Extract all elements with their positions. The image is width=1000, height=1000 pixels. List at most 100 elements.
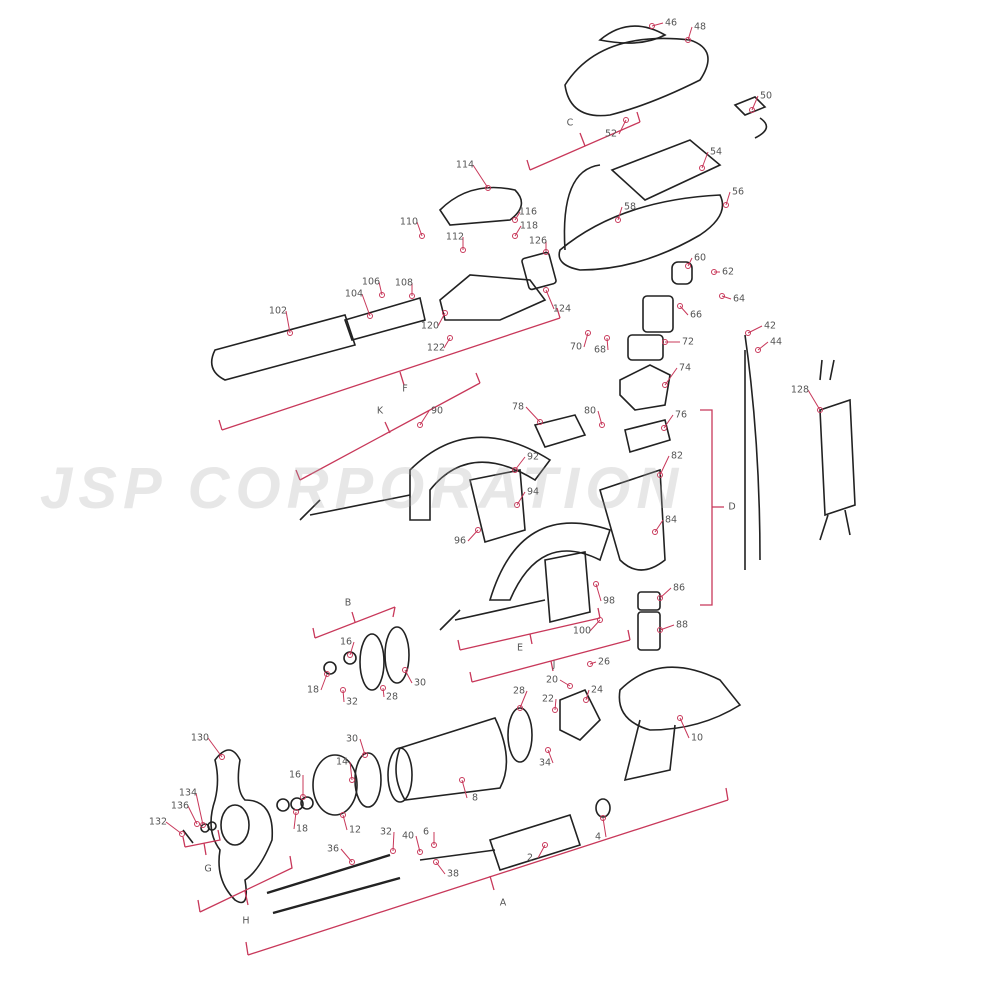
callout-dot-36 bbox=[349, 859, 355, 865]
callout-104: 104 bbox=[344, 288, 364, 300]
callout-dot-20 bbox=[567, 683, 573, 689]
callout-dot-110 bbox=[419, 233, 425, 239]
callout-dot-114 bbox=[485, 185, 491, 191]
callout-leader-64 bbox=[721, 295, 732, 300]
part-28-oring bbox=[507, 707, 533, 763]
callout-48: 48 bbox=[693, 21, 707, 33]
assembly-label-C: C bbox=[566, 117, 574, 129]
callout-leader-26 bbox=[589, 661, 597, 665]
bracket-A bbox=[245, 787, 729, 956]
part-72 bbox=[627, 334, 664, 361]
callout-36: 36 bbox=[326, 843, 340, 855]
part-96-pad bbox=[469, 469, 526, 544]
parts-drawing bbox=[182, 25, 856, 915]
callout-66: 66 bbox=[689, 309, 703, 321]
callout-dot-74 bbox=[662, 382, 668, 388]
callout-leader-78 bbox=[525, 406, 541, 423]
callout-leaders bbox=[165, 22, 823, 875]
callout-126: 126 bbox=[528, 235, 548, 247]
part-10-lower-unit bbox=[618, 666, 742, 731]
callout-dot-48 bbox=[685, 37, 691, 43]
callout-dot-50 bbox=[749, 107, 755, 113]
part-98-bracket bbox=[488, 522, 612, 601]
callout-118: 118 bbox=[519, 220, 539, 232]
part-36-rod bbox=[266, 853, 391, 895]
callout-16: 16 bbox=[288, 769, 302, 781]
part-78 bbox=[533, 414, 587, 448]
part-30-oring bbox=[354, 752, 382, 808]
bracket-F bbox=[218, 307, 561, 431]
callout-dot-2 bbox=[542, 842, 548, 848]
part-76 bbox=[624, 419, 671, 454]
assembly-brackets bbox=[182, 111, 729, 956]
part-88 bbox=[637, 611, 661, 651]
callout-6: 6 bbox=[422, 826, 430, 838]
callout-122: 122 bbox=[426, 342, 446, 354]
callout-leader-104 bbox=[361, 293, 371, 317]
callout-40: 40 bbox=[401, 830, 415, 842]
callout-90: 90 bbox=[430, 405, 444, 417]
callout-18: 18 bbox=[295, 823, 309, 835]
callout-dot-32 bbox=[340, 687, 346, 693]
callout-56: 56 bbox=[731, 186, 745, 198]
callout-leader-8 bbox=[461, 779, 468, 799]
callout-dot-8 bbox=[459, 777, 465, 783]
callout-dot-84 bbox=[652, 529, 658, 535]
part-50-switch bbox=[733, 96, 768, 139]
assembly-label-K: K bbox=[376, 405, 384, 417]
callout-136: 136 bbox=[170, 800, 190, 812]
callout-leader-32 bbox=[392, 831, 395, 852]
part-90-screw bbox=[299, 494, 411, 521]
callout-dot-62 bbox=[711, 269, 717, 275]
callout-28: 28 bbox=[512, 685, 526, 697]
callout-124: 124 bbox=[552, 303, 572, 315]
callout-dot-54 bbox=[699, 165, 705, 171]
part-28-oring-b bbox=[359, 633, 385, 691]
callout-dot-82 bbox=[657, 472, 663, 478]
callout-leader-136 bbox=[187, 805, 198, 825]
callout-dot-12 bbox=[340, 812, 346, 818]
callout-dot-130 bbox=[219, 754, 225, 760]
callout-leader-22 bbox=[554, 698, 557, 711]
callout-dot-22 bbox=[552, 707, 558, 713]
assembly-label-E: E bbox=[516, 642, 524, 654]
callout-dot-28 bbox=[517, 705, 523, 711]
part-42-44-leads bbox=[744, 334, 761, 570]
callout-74: 74 bbox=[678, 362, 692, 374]
callout-dot-108 bbox=[409, 293, 415, 299]
callout-leader-10 bbox=[679, 717, 690, 739]
callout-38: 38 bbox=[446, 868, 460, 880]
part-58-housing bbox=[558, 194, 724, 271]
part-10-skeg bbox=[623, 719, 676, 782]
callout-110: 110 bbox=[399, 216, 419, 228]
part-12-endcap bbox=[312, 754, 358, 816]
callout-116: 116 bbox=[518, 206, 538, 218]
callout-86: 86 bbox=[672, 582, 686, 594]
part-86 bbox=[637, 591, 661, 611]
callout-dot-90 bbox=[417, 422, 423, 428]
callout-10: 10 bbox=[690, 732, 704, 744]
callout-72: 72 bbox=[681, 336, 695, 348]
callout-106: 106 bbox=[361, 276, 381, 288]
callout-20: 20 bbox=[545, 674, 559, 686]
assembly-label-A: A bbox=[499, 897, 507, 909]
callout-50: 50 bbox=[759, 90, 773, 102]
callout-130: 130 bbox=[190, 732, 210, 744]
assembly-label-B: B bbox=[344, 597, 352, 609]
callout-leader-28 bbox=[382, 687, 385, 698]
callout-100: 100 bbox=[572, 625, 592, 637]
callout-leader-118 bbox=[514, 225, 522, 237]
callout-64: 64 bbox=[732, 293, 746, 305]
callout-leader-114 bbox=[472, 164, 489, 189]
callout-leader-128 bbox=[807, 389, 821, 411]
callout-leader-4 bbox=[602, 817, 607, 838]
callout-dot-26 bbox=[587, 661, 593, 667]
bracket-H bbox=[197, 855, 293, 913]
callout-dot-28 bbox=[380, 685, 386, 691]
callout-dot-132 bbox=[179, 831, 185, 837]
callout-dot-40 bbox=[417, 849, 423, 855]
callout-8: 8 bbox=[471, 792, 479, 804]
callout-dot-4 bbox=[600, 815, 606, 821]
callout-12: 12 bbox=[348, 824, 362, 836]
